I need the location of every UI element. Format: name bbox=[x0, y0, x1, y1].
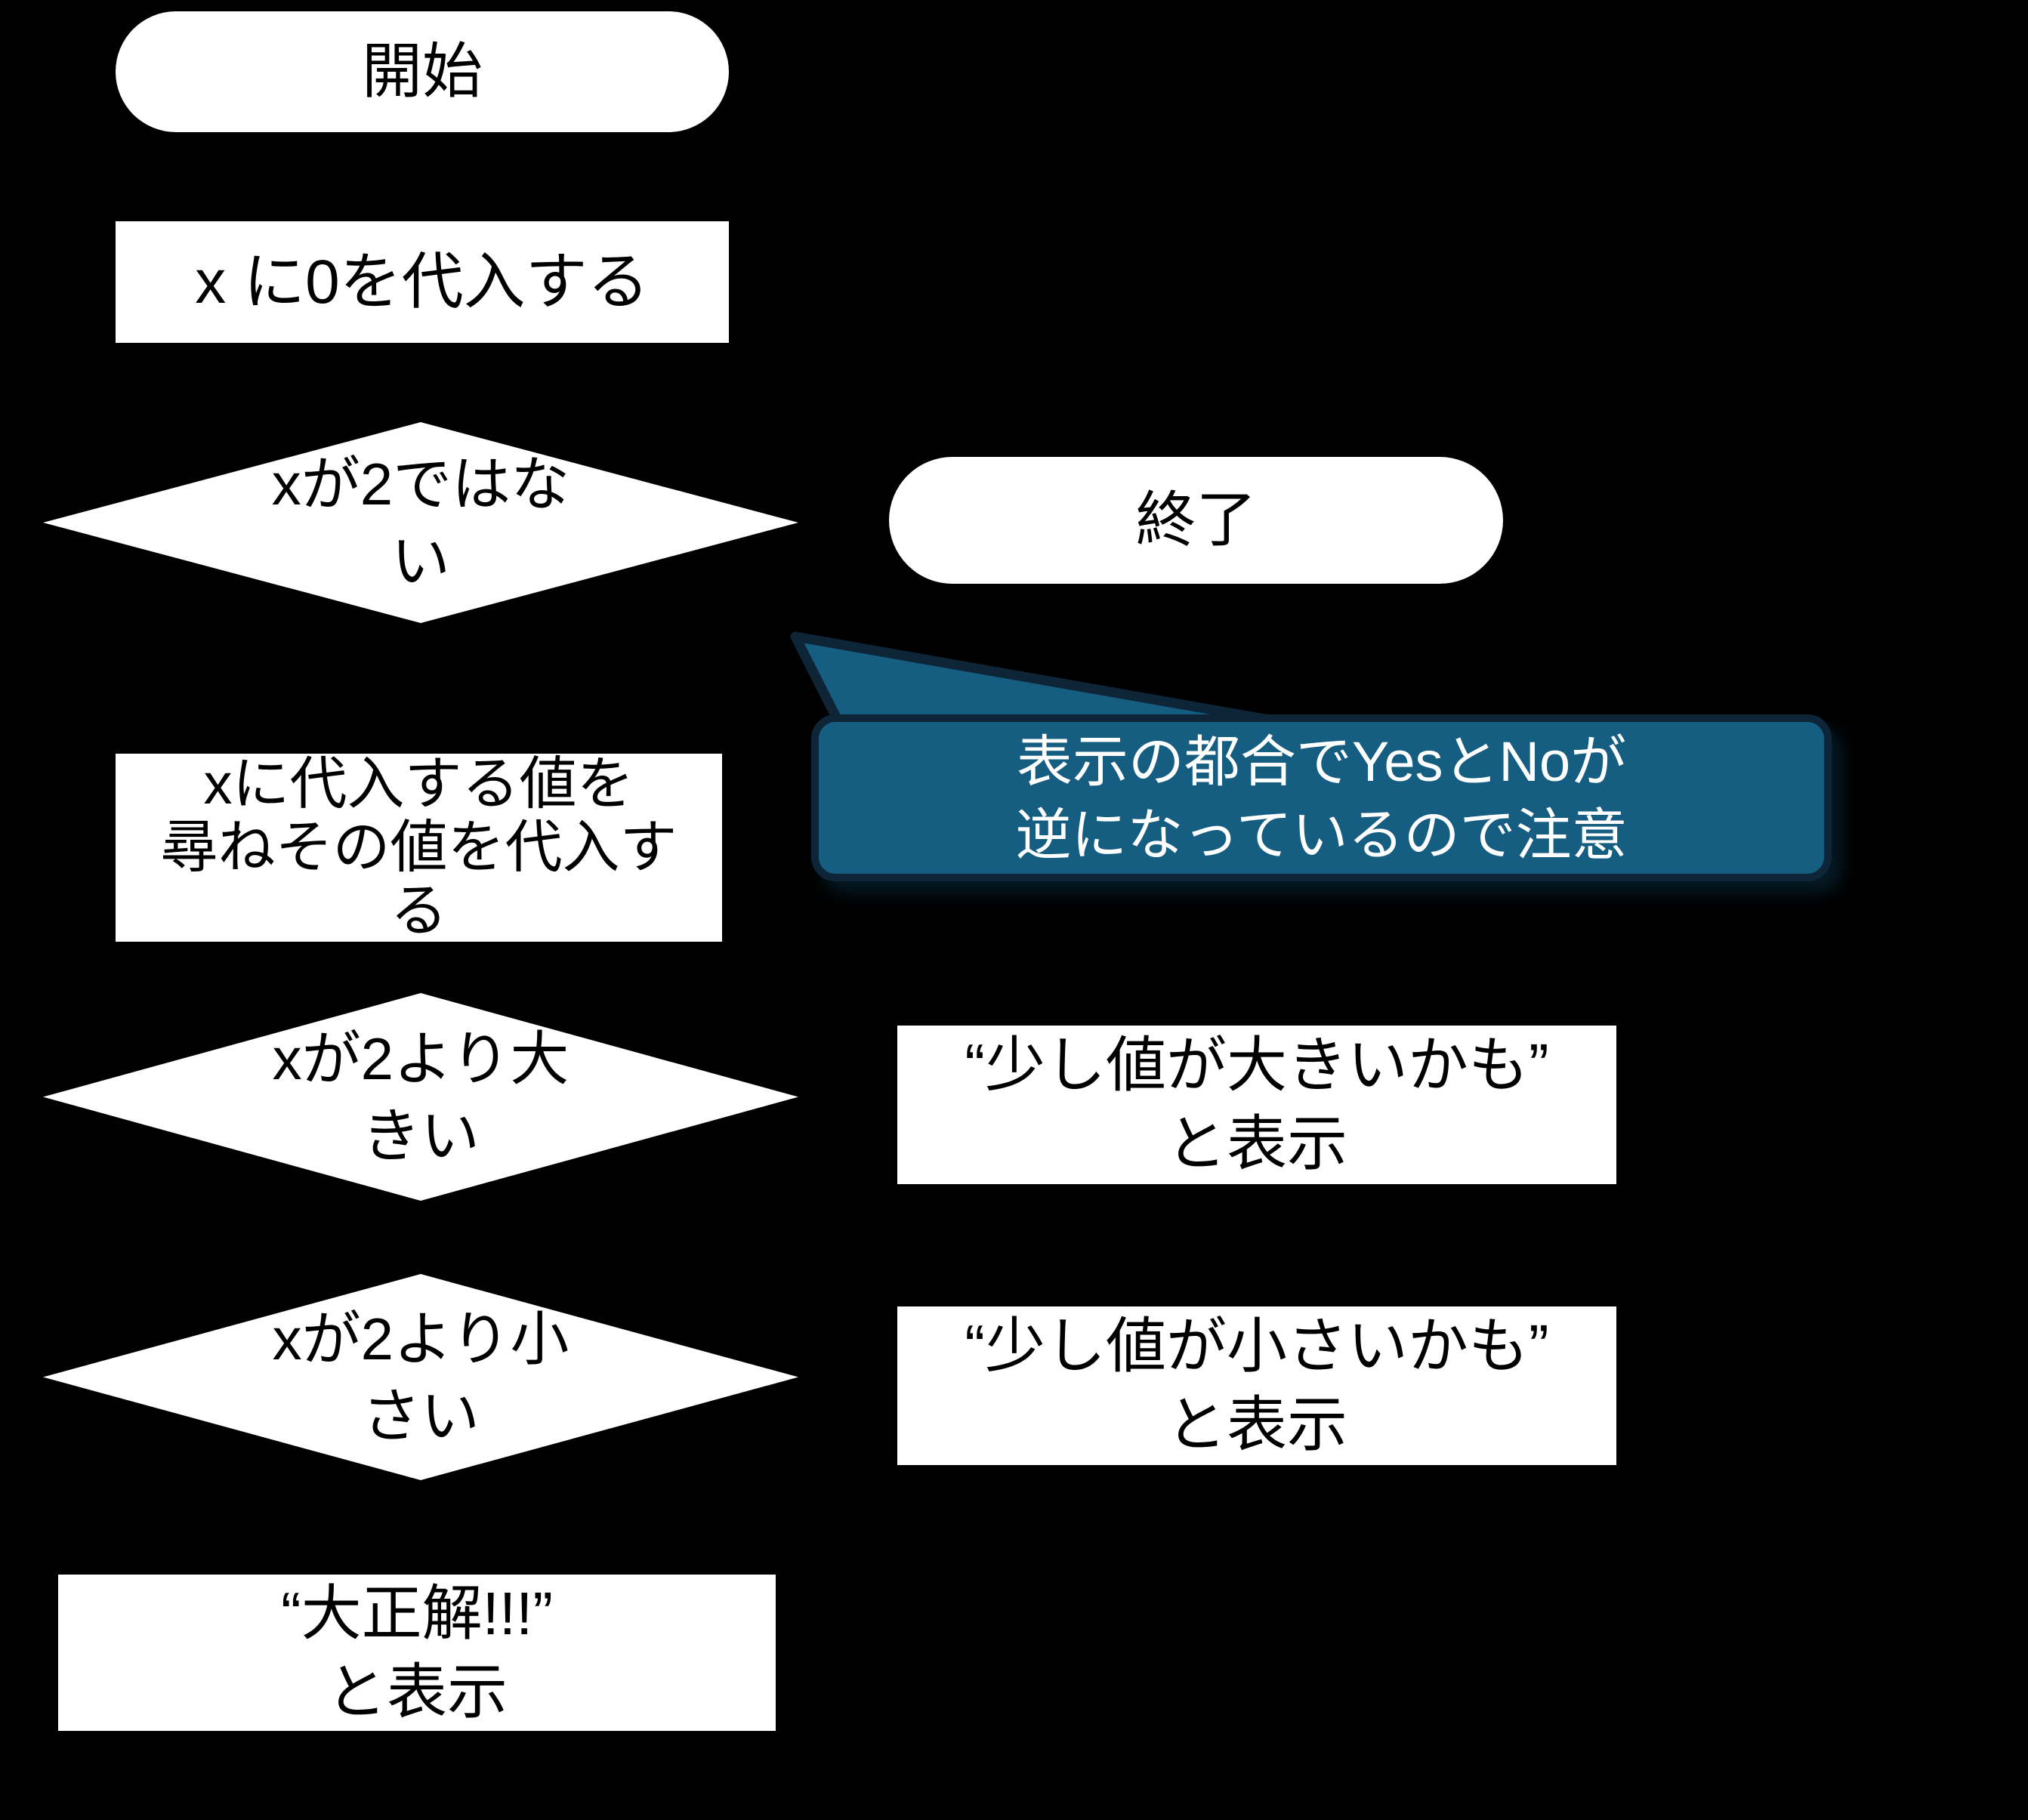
process-assign-zero-label: x に0を代入する bbox=[195, 247, 650, 316]
decision-x-less-2-line1: xが2より小 bbox=[272, 1305, 570, 1372]
process-show-correct-line1: “大正解!!!” bbox=[281, 1579, 553, 1647]
process-show-too-big-line1: “少し値が大きいかも” bbox=[965, 1032, 1549, 1099]
callout-note-line1: 表示の都合でYesとNoが bbox=[1016, 730, 1627, 793]
process-show-correct-line2: と表示 bbox=[326, 1658, 508, 1726]
decision-x-less-2-line2: さい bbox=[361, 1382, 480, 1449]
process-show-too-small-line2: と表示 bbox=[1166, 1391, 1347, 1458]
decision-x-greater-2: xが2より大 きい bbox=[43, 993, 798, 1201]
terminator-end: 終了 bbox=[889, 457, 1503, 584]
decision-x-not-2-line2: い bbox=[390, 528, 450, 594]
callout-note: 表示の都合でYesとNoが 逆になっているので注意 bbox=[811, 714, 1832, 881]
decision-x-greater-2-line1: xが2より大 bbox=[272, 1025, 570, 1092]
decision-x-not-2: xが2ではな い bbox=[43, 422, 798, 623]
terminator-start: 開始 bbox=[116, 11, 729, 132]
decision-x-not-2-line1: xが2ではな bbox=[271, 451, 570, 517]
terminator-end-label: 終了 bbox=[1135, 486, 1257, 554]
process-show-too-small-line1: “少し値が小さいかも” bbox=[965, 1313, 1549, 1380]
process-ask-value: xに代入する値を 尋ねその値を代入す る bbox=[116, 751, 722, 943]
process-show-too-big-line2: と表示 bbox=[1166, 1110, 1347, 1177]
process-show-too-big: “少し値が大きいかも” と表示 bbox=[897, 1026, 1616, 1184]
process-ask-value-line3: る bbox=[390, 878, 448, 943]
terminator-start-label: 開始 bbox=[362, 38, 483, 105]
decision-x-greater-2-line2: きい bbox=[361, 1102, 480, 1169]
decision-x-less-2: xが2より小 さい bbox=[43, 1274, 798, 1480]
process-ask-value-line2: 尋ねその値を代入す bbox=[160, 815, 678, 880]
process-ask-value-line1: xに代入する値を bbox=[203, 751, 634, 816]
process-show-correct: “大正解!!!” と表示 bbox=[58, 1575, 776, 1731]
callout-note-line2: 逆になっているので注意 bbox=[1015, 803, 1628, 866]
process-assign-zero: x に0を代入する bbox=[116, 221, 729, 343]
process-show-too-small: “少し値が小さいかも” と表示 bbox=[897, 1306, 1616, 1465]
